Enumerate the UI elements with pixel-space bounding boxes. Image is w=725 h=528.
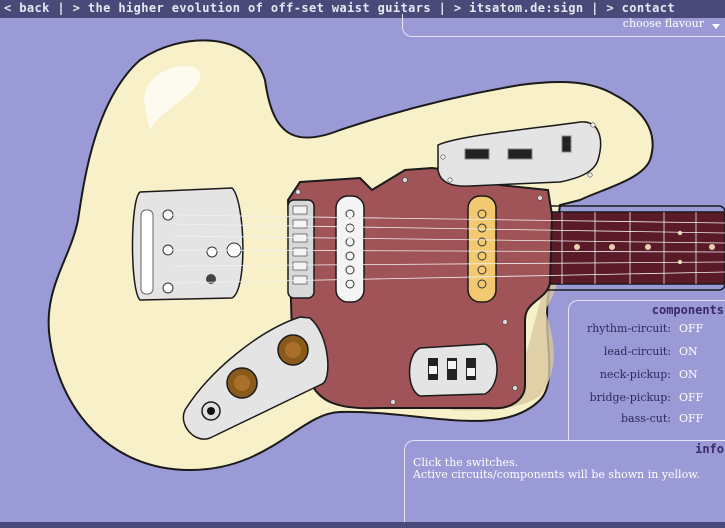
flavour-label: choose flavour <box>622 17 704 30</box>
strings <box>171 214 725 284</box>
component-row-neck-pickup: neck-pickup: ON <box>569 368 725 386</box>
nav-contact-link[interactable]: > contact <box>606 1 675 15</box>
flavour-dropdown[interactable]: choose flavour <box>402 14 725 37</box>
tremolo-bar-slot <box>140 209 154 295</box>
rhythm-volume-switch[interactable] <box>464 148 490 160</box>
component-value: OFF <box>679 391 704 404</box>
volume-knob-cap <box>285 342 301 358</box>
upper-plate-screws <box>440 122 596 183</box>
bottom-bar <box>0 522 725 528</box>
neck-pickup[interactable] <box>335 195 365 303</box>
component-value: ON <box>679 345 698 358</box>
top-nav-bar: < back | > the higher evolution of off-s… <box>0 0 725 18</box>
component-label: bridge-pickup: <box>589 391 671 404</box>
frets <box>529 212 697 284</box>
bridge-pickup[interactable] <box>467 195 497 303</box>
rhythm-tone-switch[interactable] <box>507 148 533 160</box>
tremolo-screws <box>162 209 242 294</box>
component-label: lead-circuit: <box>603 345 671 358</box>
component-row-bass-cut: bass-cut: OFF <box>569 412 725 430</box>
guitar-illustration <box>47 39 725 472</box>
nav-itsatom-link[interactable]: > itsatom.de:sign | <box>453 1 599 15</box>
circuit-selector-switch[interactable] <box>561 135 572 153</box>
info-line-2: Active circuits/components will be shown… <box>413 468 700 481</box>
tone-knob-cap <box>234 375 250 391</box>
chevron-down-icon <box>712 24 720 29</box>
component-value: OFF <box>679 322 704 335</box>
component-value: ON <box>679 368 698 381</box>
component-label: rhythm-circuit: <box>586 322 671 335</box>
component-value: OFF <box>679 412 704 425</box>
bridge-pickup-poles <box>477 209 487 289</box>
switch-tips <box>429 361 475 376</box>
components-panel: components rhythm-circuit: OFF lead-circ… <box>568 300 725 441</box>
neck-pickup-poles <box>345 209 355 289</box>
nav-back-link[interactable]: < back | <box>4 1 65 15</box>
info-panel: info Click the switches. Active circuits… <box>404 440 725 523</box>
component-row-lead-circuit: lead-circuit: ON <box>569 345 725 363</box>
info-title: info <box>695 442 724 456</box>
info-line-1: Click the switches. <box>413 456 519 469</box>
output-jack-hole <box>207 407 215 415</box>
nav-links: < back | > the higher evolution of off-s… <box>4 1 675 15</box>
body-highlight <box>144 66 201 130</box>
component-row-bridge-pickup: bridge-pickup: OFF <box>569 391 725 409</box>
component-label: neck-pickup: <box>599 368 671 381</box>
nav-evolution-link[interactable]: > the higher evolution of off-set waist … <box>72 1 447 15</box>
body-shadow <box>450 210 567 411</box>
component-label: bass-cut: <box>621 412 671 425</box>
component-row-rhythm-circuit: rhythm-circuit: OFF <box>569 322 725 340</box>
components-title: components <box>651 303 724 317</box>
